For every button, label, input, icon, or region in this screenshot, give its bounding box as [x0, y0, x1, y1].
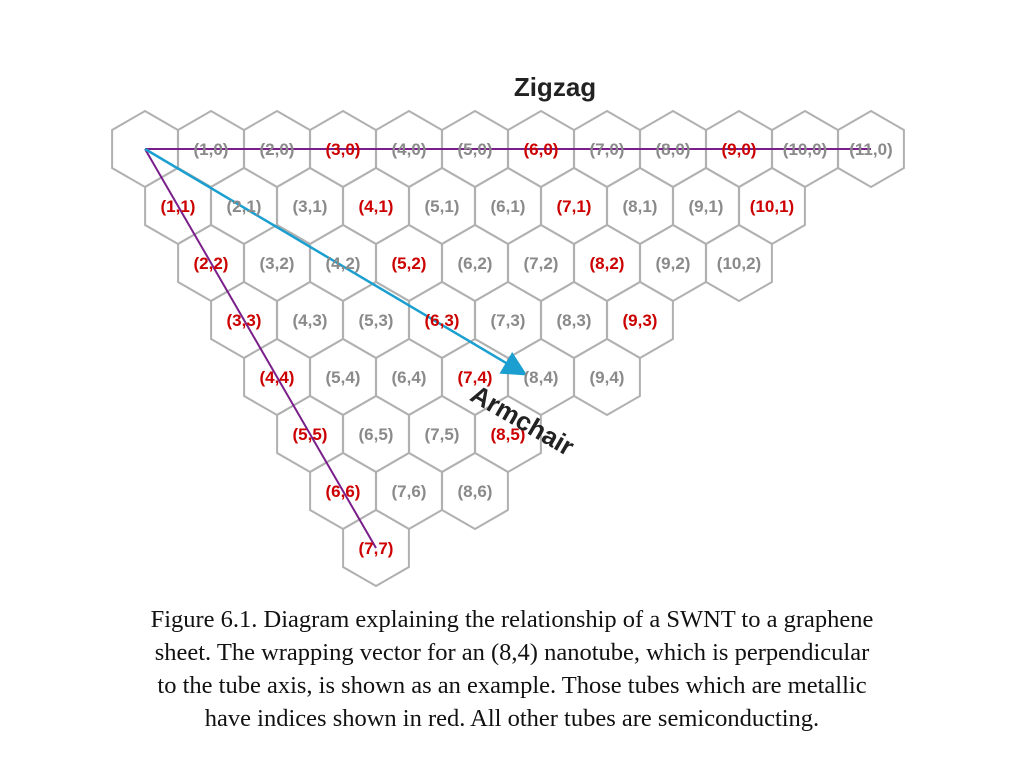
- zigzag-title: Zigzag: [514, 72, 596, 102]
- semiconducting-index-label: (1,0): [194, 140, 229, 159]
- semiconducting-index-label: (5,1): [425, 197, 460, 216]
- semiconducting-index-label: (7,5): [425, 425, 460, 444]
- semiconducting-index-label: (7,0): [590, 140, 625, 159]
- hexagon-cell: [573, 337, 641, 417]
- semiconducting-index-label: (6,2): [458, 254, 493, 273]
- metallic-index-label: (4,1): [359, 197, 394, 216]
- metallic-index-label: (6,0): [524, 140, 559, 159]
- caption-line: Figure 6.1. Diagram explaining the relat…: [150, 606, 874, 633]
- semiconducting-index-label: (2,1): [227, 197, 262, 216]
- semiconducting-index-label: (10,2): [717, 254, 761, 273]
- metallic-index-label: (10,1): [750, 197, 794, 216]
- metallic-index-label: (3,0): [326, 140, 361, 159]
- semiconducting-index-label: (8,0): [656, 140, 691, 159]
- metallic-index-label: (8,5): [491, 425, 526, 444]
- hexagon-cell: [705, 223, 773, 303]
- graphene-lattice-diagram: (1,0) (2,0) (3,0) (4,0) (5,0) (6,0) (7,0) (8,0)…: [111, 72, 905, 588]
- semiconducting-index-label: (7,3): [491, 311, 526, 330]
- metallic-index-label: (7,7): [359, 539, 394, 558]
- metallic-index-label: (1,1): [161, 197, 196, 216]
- caption-line: have indices shown in red. All other tub…: [204, 705, 820, 732]
- semiconducting-index-label: (8,6): [458, 482, 493, 501]
- semiconducting-index-label: (5,0): [458, 140, 493, 159]
- semiconducting-index-label: (4,2): [326, 254, 361, 273]
- index-labels: (1,0) (2,0) (3,0) (4,0) (5,0) (6,0) (7,0) (8,0)…: [161, 140, 893, 558]
- hexagon-grid: [111, 109, 905, 588]
- lattice-svg: (1,0) (2,0) (3,0) (4,0) (5,0) (6,0) (7,0) (8,0)…: [111, 72, 905, 588]
- semiconducting-index-label: (4,3): [293, 311, 328, 330]
- semiconducting-index-label: (3,1): [293, 197, 328, 216]
- semiconducting-index-label: (7,6): [392, 482, 427, 501]
- semiconducting-index-label: (8,1): [623, 197, 658, 216]
- semiconducting-index-label: (8,4): [524, 368, 559, 387]
- hexagon-cell: [441, 451, 509, 531]
- semiconducting-index-label: (9,4): [590, 368, 625, 387]
- metallic-index-label: (6,3): [425, 311, 460, 330]
- metallic-index-label: (9,3): [623, 311, 658, 330]
- semiconducting-index-label: (3,2): [260, 254, 295, 273]
- figure-caption: Figure 6.1. Diagram explaining the relat…: [60, 603, 964, 735]
- semiconducting-index-label: (9,1): [689, 197, 724, 216]
- metallic-index-label: (4,4): [260, 368, 295, 387]
- metallic-index-label: (8,2): [590, 254, 625, 273]
- semiconducting-index-label: (5,4): [326, 368, 361, 387]
- metallic-index-label: (6,6): [326, 482, 361, 501]
- caption-line: to the tube axis, is shown as an example…: [157, 672, 867, 699]
- caption-line: sheet. The wrapping vector for an (8,4) …: [154, 639, 870, 666]
- semiconducting-index-label: (6,5): [359, 425, 394, 444]
- semiconducting-index-label: (8,3): [557, 311, 592, 330]
- semiconducting-index-label: (11,0): [849, 140, 892, 159]
- metallic-index-label: (9,0): [722, 140, 757, 159]
- semiconducting-index-label: (6,4): [392, 368, 427, 387]
- semiconducting-index-label: (5,3): [359, 311, 394, 330]
- semiconducting-index-label: (2,0): [260, 140, 295, 159]
- wrapping-vector-arrow: [144, 147, 528, 376]
- metallic-index-label: (2,2): [194, 254, 229, 273]
- semiconducting-index-label: (7,2): [524, 254, 559, 273]
- metallic-index-label: (3,3): [227, 311, 262, 330]
- metallic-index-label: (5,5): [293, 425, 328, 444]
- semiconducting-index-label: (10,0): [783, 140, 827, 159]
- metallic-index-label: (5,2): [392, 254, 427, 273]
- armchair-line: [144, 148, 377, 549]
- semiconducting-index-label: (9,2): [656, 254, 691, 273]
- metallic-index-label: (7,4): [458, 368, 493, 387]
- metallic-index-label: (7,1): [557, 197, 592, 216]
- semiconducting-index-label: (4,0): [392, 140, 427, 159]
- semiconducting-index-label: (6,1): [491, 197, 526, 216]
- vector-lines: [144, 147, 871, 549]
